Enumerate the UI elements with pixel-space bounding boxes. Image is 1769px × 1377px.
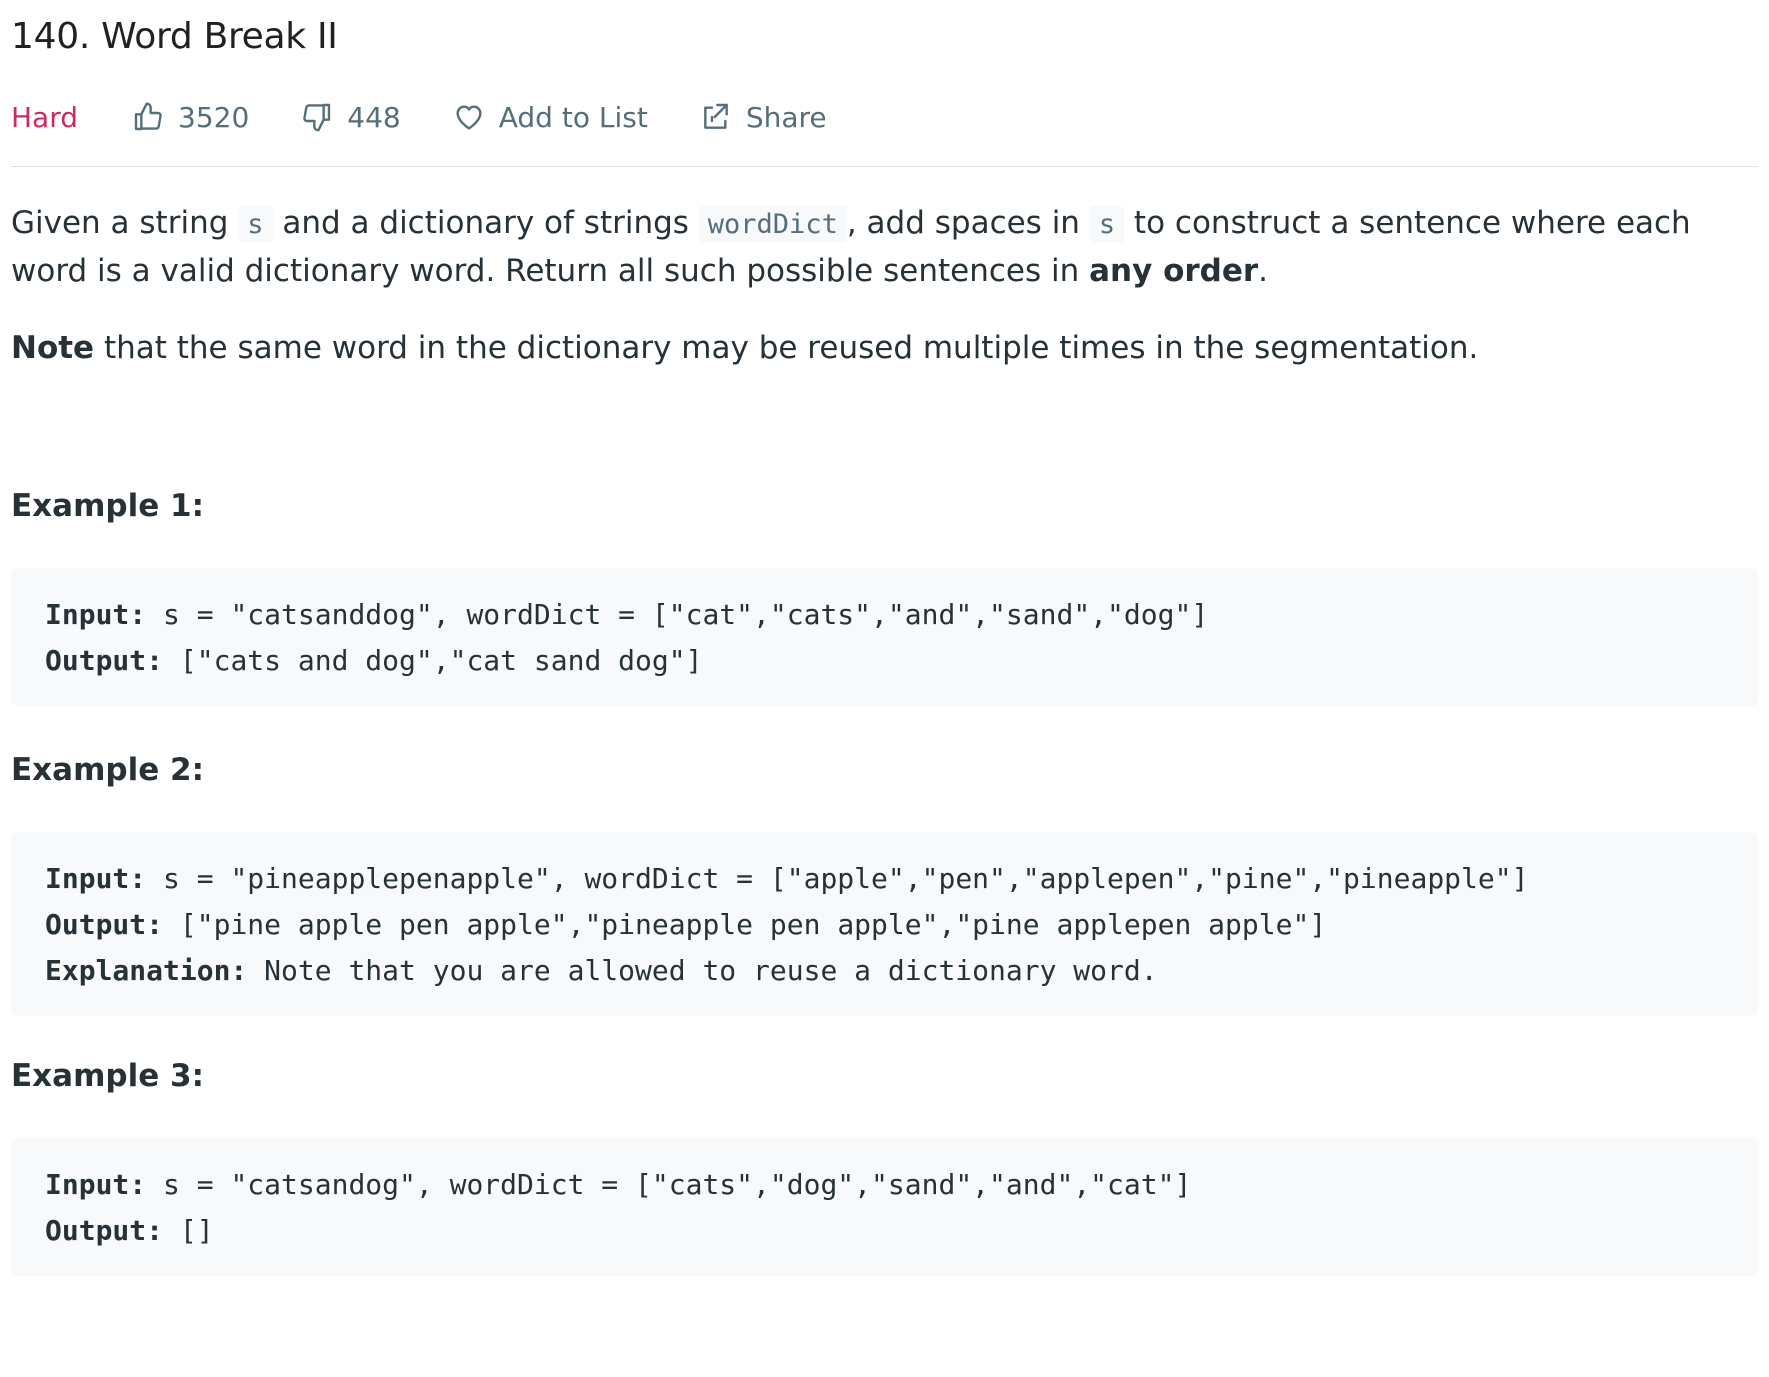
description-paragraph: Given a string s and a dictionary of str… xyxy=(11,200,1751,295)
example-heading: Example 2: xyxy=(11,752,204,788)
description-text: and a dictionary of strings xyxy=(272,205,699,241)
heart-icon xyxy=(456,105,482,130)
description-text: to construct a sentence where each word … xyxy=(11,205,1691,289)
output-value: ["pine apple pen apple","pineapple pen a… xyxy=(163,908,1327,941)
input-value: s = "catsanddog", wordDict = ["cat","cat… xyxy=(146,598,1209,631)
example-code-block: Input: s = "catsandog", wordDict = ["cat… xyxy=(11,1138,1758,1276)
description-text: . xyxy=(1258,253,1269,289)
problem-description: Given a string s and a dictionary of str… xyxy=(11,200,1758,1276)
example-code-block: Input: s = "catsanddog", wordDict = ["ca… xyxy=(11,568,1758,706)
difficulty-badge: Hard xyxy=(11,100,79,134)
output-value: [] xyxy=(163,1214,214,1247)
output-label: Output: xyxy=(45,644,164,677)
explanation-value: Note that you are allowed to reuse a dic… xyxy=(247,954,1158,987)
share-label: Share xyxy=(745,100,827,134)
explanation-label: Explanation: xyxy=(45,954,248,987)
example-heading: Example 1: xyxy=(11,488,204,524)
input-label: Input: xyxy=(45,598,147,631)
note-text: that the same word in the dictionary may… xyxy=(94,330,1479,366)
inline-code: wordDict xyxy=(698,206,847,243)
description-text: Given a string xyxy=(11,205,239,241)
inline-code: s xyxy=(1089,206,1125,243)
output-value: ["cats and dog","cat sand dog"] xyxy=(163,644,703,677)
example-code-block: Input: s = "pineapplepenapple", wordDict… xyxy=(11,832,1758,1016)
problem-meta-bar: Hard 3520 448 Add to List xyxy=(11,96,1758,138)
note-paragraph: Note that the same word in the dictionar… xyxy=(11,325,1758,372)
emphasis-text: any order xyxy=(1089,253,1259,289)
input-label: Input: xyxy=(45,1168,147,1201)
output-label: Output: xyxy=(45,908,164,941)
output-label: Output: xyxy=(45,1214,164,1247)
problem-title: 140. Word Break II xyxy=(11,16,338,57)
description-text: , add spaces in xyxy=(846,205,1090,241)
share-button[interactable]: Share xyxy=(700,101,827,134)
like-button[interactable]: 3520 xyxy=(132,101,249,134)
note-label: Note xyxy=(11,330,95,366)
add-to-list-label: Add to List xyxy=(498,100,648,134)
share-icon xyxy=(703,103,728,129)
thumbs-up-icon xyxy=(134,102,162,131)
like-count: 3520 xyxy=(178,100,250,134)
example-heading: Example 3: xyxy=(11,1058,204,1094)
thumbs-down-icon xyxy=(303,103,331,132)
input-value: s = "catsandog", wordDict = ["cats","dog… xyxy=(146,1168,1192,1201)
header-divider xyxy=(11,166,1758,167)
add-to-list-button[interactable]: Add to List xyxy=(453,101,648,134)
input-label: Input: xyxy=(45,862,147,895)
dislike-count: 448 xyxy=(347,100,401,134)
inline-code: s xyxy=(238,206,273,243)
input-value: s = "pineapplepenapple", wordDict = ["ap… xyxy=(146,862,1529,895)
dislike-button[interactable]: 448 xyxy=(301,100,401,134)
